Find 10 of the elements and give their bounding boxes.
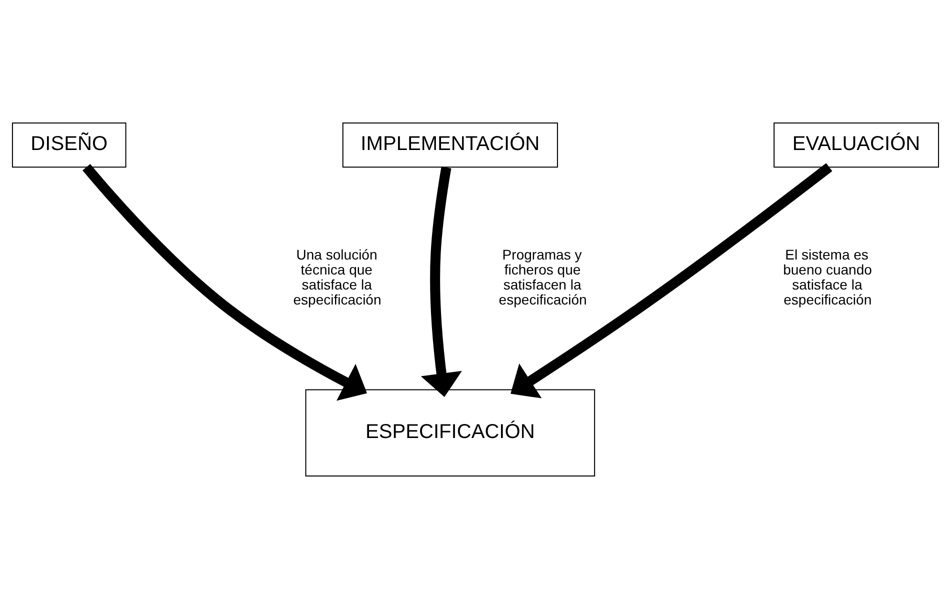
edge-label: El sistema es bueno cuando satisface la especificación [783, 246, 872, 308]
node-box: IMPLEMENTACIÓN [342, 122, 558, 168]
node-box: EVALUACIÓN [774, 122, 940, 168]
arrow [420, 166, 462, 398]
arrow [82, 164, 368, 401]
edge-label: Programas y ficheros que satisfacen la especificación [498, 246, 587, 308]
arrow [510, 163, 832, 398]
edge-label: Una solución técnica que satisface la especificación [293, 246, 382, 308]
node-box: ESPECIFICACIÓN [305, 389, 596, 476]
node-box: DISEÑO [12, 122, 126, 168]
